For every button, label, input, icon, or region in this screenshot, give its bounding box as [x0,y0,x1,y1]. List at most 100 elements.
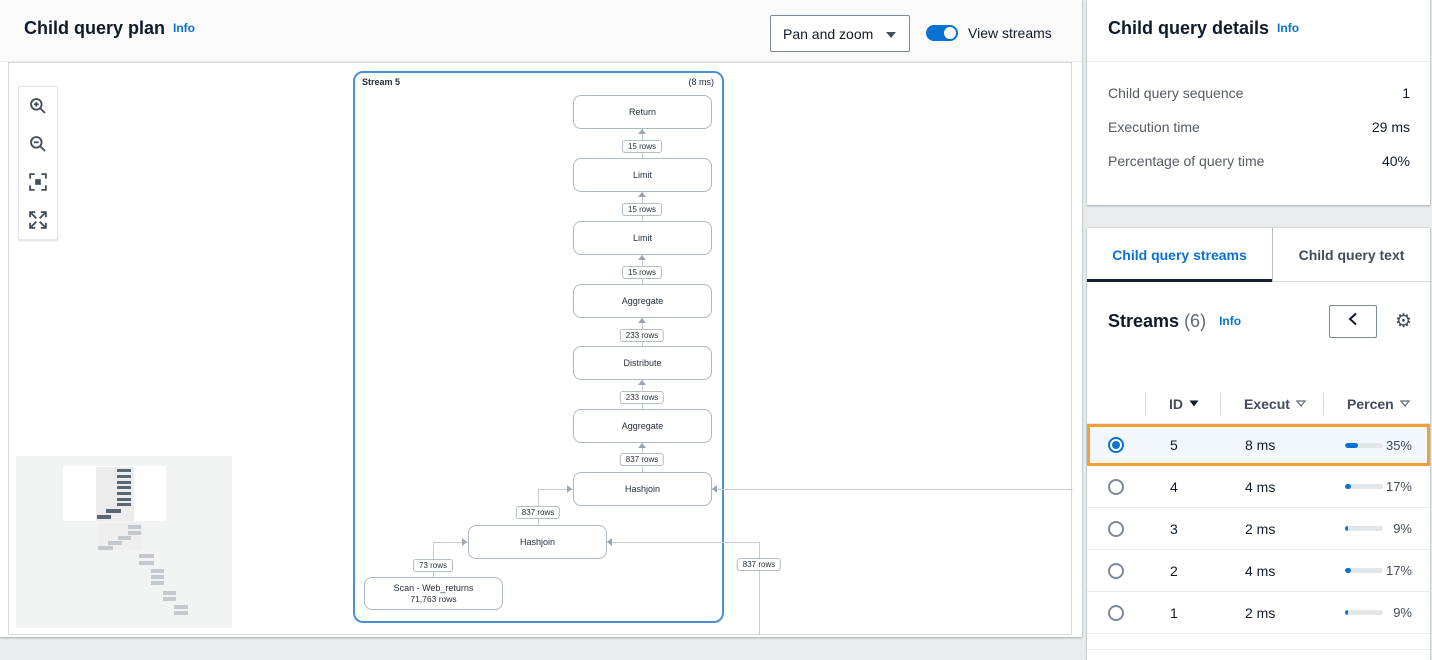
column-header-percentage[interactable]: Percen [1323,392,1430,415]
percent-value: 17% [1385,563,1412,578]
minimap-node [139,554,154,558]
streams-count: (6) [1184,310,1207,331]
detail-label: Execution time [1108,119,1200,135]
edge-line [712,489,1073,490]
stream-id-cell: 3 [1170,520,1178,537]
zoom-out-icon[interactable] [19,125,57,163]
streams-info-link[interactable]: Info [1219,313,1242,328]
plan-node[interactable]: Limit [573,158,712,192]
minimap-node [117,481,131,484]
arrow-left-icon [607,538,612,546]
stream-time: (8 ms) [688,77,715,87]
arrow-right-icon [567,485,572,493]
minimap-node [174,605,188,609]
stream-percent-cell: 17% [1323,563,1430,578]
tab-child-query-text[interactable]: Child query text [1272,228,1430,281]
column-header-execution[interactable]: Execut [1220,392,1323,415]
radio-column-header [1087,394,1145,414]
stream-percent-cell: 9% [1323,521,1430,536]
percent-value: 9% [1393,605,1412,620]
pan-zoom-select[interactable]: Pan and zoom [770,15,910,52]
percent-bar [1345,526,1383,531]
plan-node[interactable]: Distribute [573,346,712,380]
plan-node[interactable]: Return [573,95,712,129]
percent-bar-fill [1345,610,1348,615]
stream-table-row[interactable]: 4 4 ms 17% [1087,466,1430,508]
edge-rows-label: 233 rows [619,329,665,342]
minimap-node [174,611,188,615]
stream-percent-cell: 17% [1323,479,1430,494]
plan-node[interactable]: Hashjoin [468,525,607,559]
sort-icon [1399,400,1410,407]
arrow-right-icon [462,538,467,546]
percent-bar-fill [1345,442,1358,448]
zoom-in-icon[interactable] [19,87,57,125]
plan-node[interactable]: Hashjoin [573,472,712,506]
radio-cell [1087,520,1145,537]
column-label: Execut [1244,395,1290,412]
stream-percent-cell: 35% [1323,438,1430,453]
minimap-node [117,486,131,489]
arrow-up-icon [638,129,646,134]
edge-line [759,542,760,635]
edge-line [538,489,573,490]
arrow-up-icon [638,380,646,385]
sort-desc-icon [1189,400,1199,407]
stream-time-cell: 4 ms [1245,478,1276,495]
plan-node-label: Hashjoin [519,537,556,547]
child-query-streams-panel: Child query streams Child query text Str… [1087,228,1430,660]
arrow-up-icon [638,443,646,448]
percent-value: 17% [1385,479,1412,494]
stream-radio[interactable] [1108,437,1124,453]
percent-bar [1345,610,1383,615]
gear-icon[interactable]: ⚙ [1394,310,1412,332]
edge-rows-label: 233 rows [619,391,665,404]
plan-node[interactable]: Aggregate [573,284,712,318]
stream-5-container[interactable]: Stream 5 (8 ms) [353,71,724,623]
plan-node[interactable]: Aggregate [573,409,712,443]
detail-value: 29 ms [1371,119,1410,135]
tab-child-query-streams[interactable]: Child query streams [1112,246,1247,263]
stream-radio[interactable] [1108,478,1124,495]
plan-node-label: Scan - Web_returns [393,583,474,593]
stream-radio[interactable] [1108,562,1124,579]
stream-table-row[interactable]: 5 8 ms 35% [1087,424,1430,466]
percent-bar-fill [1345,484,1351,489]
plan-node-label: Limit [632,170,652,180]
minimap-node [118,536,131,540]
minimap-node [128,531,141,535]
percent-value: 35% [1385,437,1412,453]
stream-id-cell: 2 [1170,562,1178,579]
active-tab-underline [1087,279,1272,282]
stream-id-cell: 4 [1170,478,1178,495]
plan-node[interactable]: Limit [573,221,712,255]
details-title-text: Child query details [1108,18,1270,38]
collapse-panel-button[interactable] [1328,304,1377,338]
stream-time-cell: 8 ms [1245,437,1276,453]
column-header-id[interactable]: ID [1145,392,1220,415]
stream-id-cell: 5 [1170,437,1178,453]
zoom-to-fit-icon[interactable] [19,163,57,201]
stream-radio[interactable] [1108,520,1124,537]
edge-rows-label: 73 rows [412,559,454,572]
minimap-node [151,569,164,573]
stream-time-cell: 2 ms [1245,604,1276,621]
minimap-node [97,515,111,519]
plan-info-link[interactable]: Info [173,21,196,35]
fullscreen-icon[interactable] [19,201,57,239]
details-info-link[interactable]: Info [1277,21,1300,35]
stream-radio[interactable] [1108,604,1124,621]
percent-bar [1345,442,1383,448]
minimap[interactable] [16,456,232,628]
minimap-node [117,503,131,506]
arrow-up-icon [638,318,646,323]
view-streams-toggle[interactable] [926,25,958,41]
edge-rows-label: 15 rows [621,203,663,216]
